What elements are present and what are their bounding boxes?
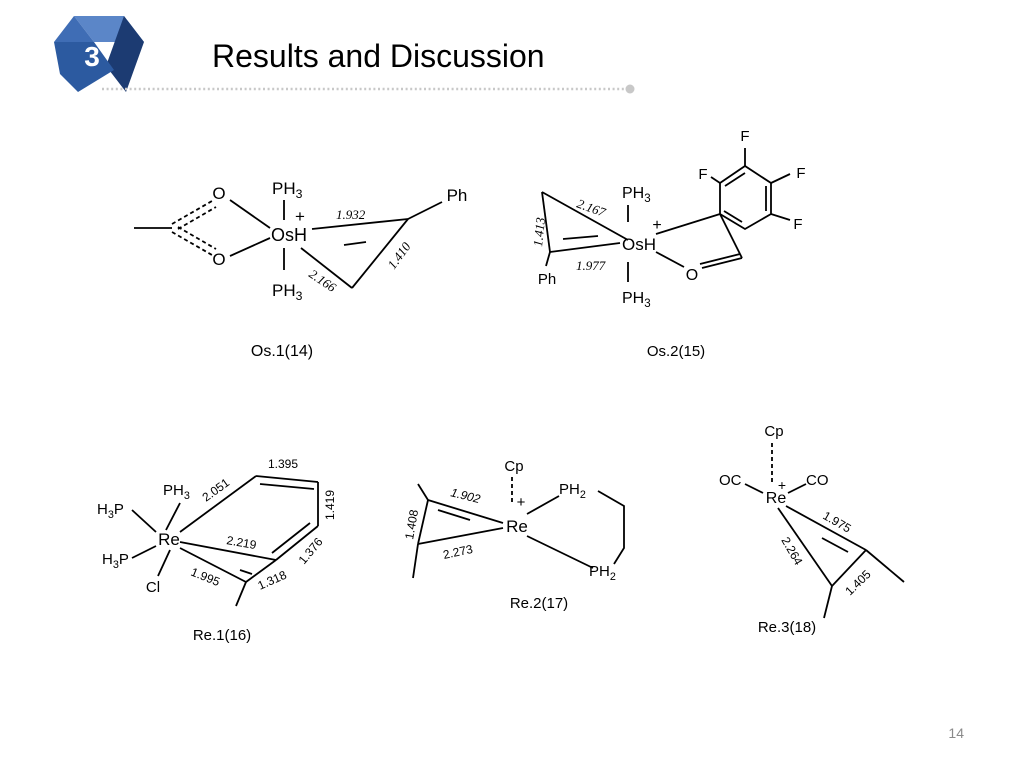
re1-metal: Re xyxy=(158,530,180,549)
re3-bond-label-cc: 1.405 xyxy=(842,567,874,598)
os1-ph3-top: PH3 xyxy=(272,179,303,201)
re2-bond-label-top: 1.902 xyxy=(449,485,482,506)
re3-co: CO xyxy=(806,472,829,489)
os2-ph3-top: PH3 xyxy=(622,185,651,205)
os2-phenyl: Ph xyxy=(538,271,556,288)
re1-h3p-top: H3P xyxy=(97,501,124,521)
os1-bond-label-top: 1.932 xyxy=(336,207,366,222)
re2-metal: Re xyxy=(506,517,528,536)
section-badge: 3 xyxy=(54,16,144,92)
os2-bond-label-top: 2.167 xyxy=(575,196,608,220)
os2-metal: OsH xyxy=(622,235,656,254)
section-number: 3 xyxy=(84,41,100,72)
re3-caption: Re.3(18) xyxy=(758,619,816,636)
os2-fluorine-4: F xyxy=(793,216,802,233)
re2-charge: + xyxy=(517,494,526,511)
re1-bond-label-re-c4: 2.219 xyxy=(225,533,257,552)
os2-bond-label-bottom: 1.977 xyxy=(576,258,606,273)
structure-os1: O O OsH PH3 PH3 + Ph 1.932 2.166 1.410 O… xyxy=(134,179,467,360)
os2-fluorine-1: F xyxy=(740,128,749,145)
re3-charge: + xyxy=(778,477,786,493)
re1-chloride: Cl xyxy=(146,579,160,596)
re2-cp: Cp xyxy=(504,458,523,475)
os2-charge: + xyxy=(652,217,661,234)
re1-ph3: PH3 xyxy=(163,482,190,502)
re3-oc: OC xyxy=(719,472,742,489)
os1-metal: OsH xyxy=(271,225,307,245)
re3-cp: Cp xyxy=(764,423,783,440)
os1-bond-label-bottom: 2.166 xyxy=(306,266,339,295)
structure-os2: OsH PH3 PH3 + Ph O F F F F 2.167 1.413 1… xyxy=(530,128,806,360)
structure-re1: Re PH3 H3P H3P Cl 2.051 1.395 1.419 1.37… xyxy=(97,457,337,644)
re3-bond-label-bottom: 2.264 xyxy=(778,535,805,568)
os1-ph3-bottom: PH3 xyxy=(272,281,303,303)
os1-ph3-top-text: PH3 xyxy=(272,179,303,201)
os1-oxygen-bottom: O xyxy=(212,250,225,269)
os1-charge: + xyxy=(295,207,305,226)
re1-caption: Re.1(16) xyxy=(193,627,251,644)
os2-fluorine-2: F xyxy=(698,166,707,183)
re2-bond-label-cc: 1.408 xyxy=(402,508,421,540)
re1-bond-label-re-c5: 1.995 xyxy=(189,565,222,589)
re3-metal: Re xyxy=(766,490,787,507)
structure-re2: Re Cp + PH2 PH2 1.902 1.408 2.273 Re.2(1… xyxy=(402,458,625,612)
re2-caption: Re.2(17) xyxy=(510,595,568,612)
slide-title: Results and Discussion xyxy=(212,38,545,74)
os1-phenyl: Ph xyxy=(447,186,468,205)
badge-side-face xyxy=(106,16,144,92)
re2-ph2-bottom: PH2 xyxy=(589,563,616,583)
os2-fluorine-3: F xyxy=(796,165,805,182)
re2-ph2-top: PH2 xyxy=(559,481,586,501)
os1-oxygen-top: O xyxy=(212,184,225,203)
re1-bond-label-c1-c2: 1.395 xyxy=(268,457,298,471)
re3-bond-label-top: 1.975 xyxy=(821,508,854,535)
re1-bond-label-c2-c3: 1.419 xyxy=(323,490,337,520)
os2-ph3-bottom: PH3 xyxy=(622,290,651,310)
os2-bond-label-cc: 1.413 xyxy=(530,216,548,247)
re2-bond-label-bottom: 2.273 xyxy=(442,542,475,562)
re1-h3p-bottom: H3P xyxy=(102,551,129,571)
title-divider xyxy=(102,84,635,94)
page-number: 14 xyxy=(948,725,964,741)
os1-ph3-bottom-text: PH3 xyxy=(272,281,303,303)
os1-caption: Os.1(14) xyxy=(251,343,313,360)
structure-re3: Re Cp + OC CO 1.975 2.264 1.405 Re.3(18) xyxy=(719,423,905,636)
re1-bond-label-re-c1: 2.051 xyxy=(200,475,233,504)
os2-oxygen: O xyxy=(686,267,698,284)
badge-front-face xyxy=(54,42,114,92)
os2-caption: Os.2(15) xyxy=(647,343,705,360)
badge-left-face xyxy=(54,16,94,42)
